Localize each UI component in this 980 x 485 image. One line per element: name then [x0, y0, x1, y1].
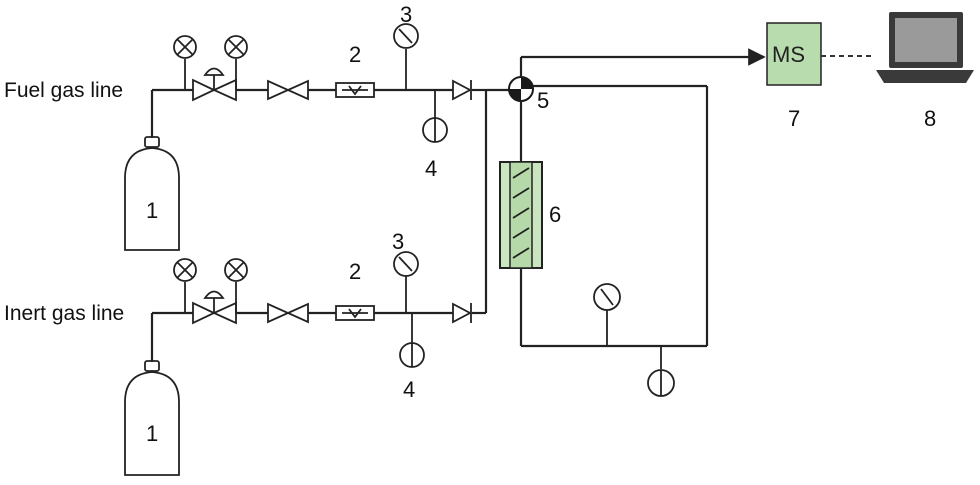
inert-flow-meter-number: 2: [349, 259, 361, 284]
inert-pressure-gauge: 3: [392, 229, 419, 313]
fuel-pressure-regulator: [173, 35, 248, 102]
loop-sensor: [647, 346, 675, 397]
fuel-gauge-right-icon: [224, 35, 248, 59]
inert-cylinder: 1: [124, 360, 180, 476]
manifold: [484, 88, 509, 313]
computer-number: 8: [924, 106, 936, 131]
fuel-needle-valve-icon: [267, 79, 309, 101]
inert-check-valve-icon: [452, 302, 472, 324]
inert-gas-line-group: Inert gas line 1: [4, 229, 486, 476]
reactor: 6: [499, 161, 561, 269]
inert-cylinder-number: 1: [146, 421, 158, 446]
inert-sensor-number: 4: [403, 377, 415, 402]
fuel-sensor: 4: [422, 90, 448, 181]
inert-flow-meter: 2: [335, 259, 375, 321]
inert-gauge-right-icon: [224, 258, 248, 282]
inert-needle-valve-icon: [267, 302, 309, 324]
mass-spectrometer-label: MS: [772, 42, 805, 67]
fuel-gas-line-label: Fuel gas line: [4, 79, 123, 102]
fuel-sensor-number: 4: [425, 156, 437, 181]
computer-laptop-icon: 8: [876, 12, 974, 131]
fuel-flow-meter-number: 2: [349, 42, 361, 67]
fuel-flow-meter: 2: [335, 42, 375, 98]
fuel-gas-line-group: Fuel gas line 1: [4, 2, 486, 251]
reactor-number: 6: [549, 202, 561, 227]
fuel-cylinder-number: 1: [146, 198, 158, 223]
four-way-valve: 5: [508, 76, 549, 113]
fuel-pressure-gauge: 3: [393, 2, 419, 90]
fuel-gauge-left-icon: [173, 35, 197, 59]
mass-spectrometer: MS 7: [766, 22, 822, 131]
inert-pressure-gauge-number: 3: [392, 229, 404, 254]
inert-gas-line-label: Inert gas line: [4, 302, 124, 325]
inert-sensor: 4: [399, 313, 425, 402]
fuel-check-valve-icon: [452, 79, 472, 101]
mass-spectrometer-number: 7: [788, 106, 800, 131]
inert-gauge-left-icon: [173, 258, 197, 282]
inert-pressure-regulator: [173, 258, 248, 325]
fuel-cylinder: 1: [124, 136, 180, 251]
loop-pressure-gauge: [593, 283, 621, 346]
four-way-valve-number: 5: [537, 88, 549, 113]
fuel-pressure-gauge-number: 3: [400, 2, 412, 27]
